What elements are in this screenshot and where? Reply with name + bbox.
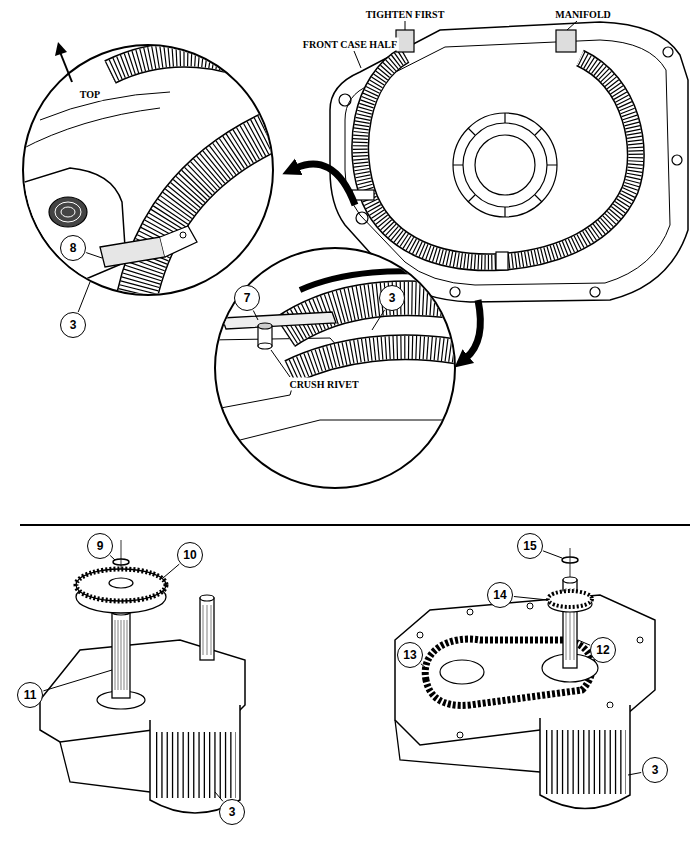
callout-number: 13 <box>397 642 423 668</box>
detail-view-upper <box>15 42 285 312</box>
manifold-fitting <box>556 30 576 52</box>
part-label: TOP <box>78 88 102 101</box>
case-body <box>150 705 240 813</box>
bolt-holes <box>339 47 682 297</box>
callout-text: 15 <box>523 540 536 552</box>
callout-number: 8 <box>60 235 86 261</box>
divider-rule <box>20 524 690 526</box>
callout-text: 8 <box>70 242 77 254</box>
output-shaft <box>200 598 214 660</box>
clamp <box>222 312 336 329</box>
detail-view-lower <box>210 248 465 488</box>
pointer-arrow <box>296 164 355 205</box>
callout-text: 9 <box>97 540 104 552</box>
callout-number: 12 <box>590 637 616 663</box>
callout-number: 3 <box>60 312 86 338</box>
callout-text: 12 <box>596 644 609 656</box>
callout-text: 13 <box>403 649 416 661</box>
leader-line <box>43 556 223 802</box>
callout-number: 7 <box>234 285 260 311</box>
leader-line <box>253 310 384 377</box>
pointer-arrow <box>466 300 480 358</box>
part-label: CRUSH RIVET <box>287 378 360 391</box>
callout-number: 11 <box>17 682 43 708</box>
part-label: TIGHTEN FIRST <box>364 8 447 21</box>
clamp <box>496 252 508 270</box>
callout-text: 3 <box>389 292 396 304</box>
callout-text: 3 <box>229 806 236 818</box>
top-arrow <box>60 52 72 82</box>
callout-text: 3 <box>652 764 659 776</box>
leader-line <box>78 253 102 312</box>
callout-number: 3 <box>219 799 245 825</box>
snap-ring <box>562 557 578 563</box>
case-inner-wall <box>345 40 670 285</box>
callout-number: 14 <box>487 582 513 608</box>
exploded-view-right <box>395 548 655 809</box>
snap-ring <box>113 559 129 565</box>
part-label: FRONT CASE HALF <box>301 38 399 51</box>
callout-number: 10 <box>177 542 203 568</box>
callout-number: 9 <box>87 533 113 559</box>
callout-text: 7 <box>244 292 251 304</box>
shaft <box>112 612 130 698</box>
callout-text: 11 <box>24 689 37 701</box>
housing-boss <box>15 168 126 296</box>
callout-text: 3 <box>70 319 77 331</box>
callout-number: 15 <box>517 533 543 559</box>
bearing <box>453 113 557 217</box>
callout-text: 10 <box>183 549 196 561</box>
case-body <box>540 705 630 809</box>
callout-number: 3 <box>379 285 405 311</box>
callout-number: 3 <box>642 757 668 783</box>
part-label: MANIFOLD <box>553 8 613 21</box>
exploded-view-left <box>40 540 245 813</box>
clamp <box>100 237 165 267</box>
callout-text: 14 <box>493 589 506 601</box>
leader-line <box>421 551 641 775</box>
